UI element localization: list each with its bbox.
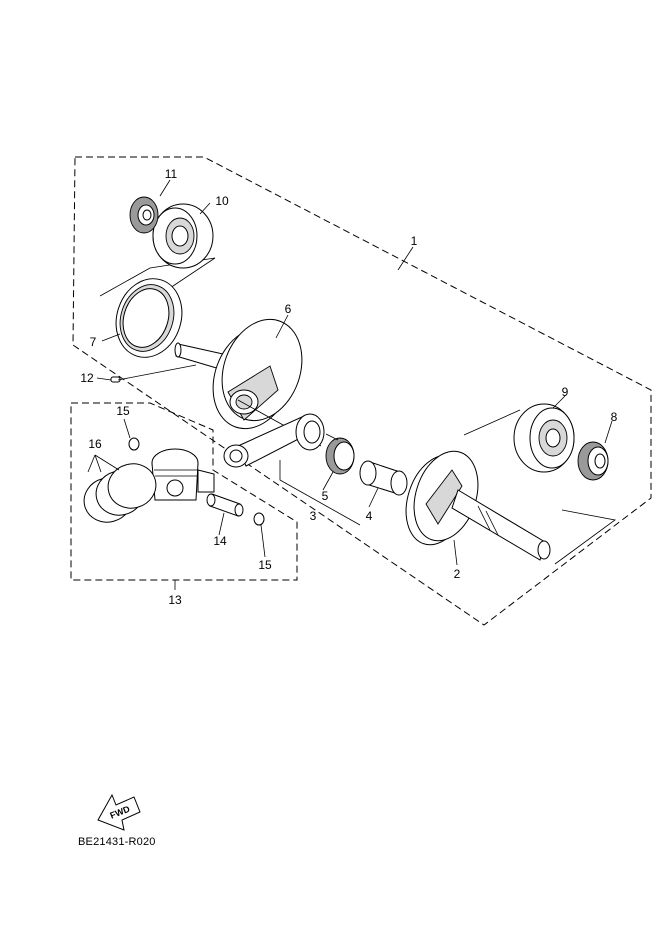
callout-7: 7 bbox=[90, 335, 97, 349]
callout-10: 10 bbox=[215, 194, 229, 208]
callout-13: 13 bbox=[168, 593, 182, 607]
oil-seal-7 bbox=[115, 278, 183, 358]
bearing-10 bbox=[99, 203, 216, 297]
bearing-9 bbox=[513, 403, 575, 473]
callout-1: 1 bbox=[411, 234, 418, 248]
circlip-15-top bbox=[128, 437, 140, 451]
gear-8 bbox=[577, 441, 609, 481]
callout-14: 14 bbox=[213, 534, 227, 548]
callout-11: 11 bbox=[165, 167, 178, 181]
forward-arrow-icon: FWD bbox=[97, 793, 141, 831]
gear-11 bbox=[129, 196, 159, 234]
needle-bearing-5 bbox=[325, 437, 355, 475]
callout-3: 3 bbox=[310, 509, 317, 523]
connecting-rod bbox=[223, 413, 325, 468]
crankshaft-6 bbox=[174, 318, 303, 430]
crankshaft-2 bbox=[405, 450, 551, 561]
diagram-code: BE21431-R020 bbox=[78, 836, 156, 848]
callout-4: 4 bbox=[366, 509, 373, 523]
piston-pin-14 bbox=[206, 493, 244, 517]
circlip-15-bottom bbox=[253, 512, 265, 526]
callout-16: 16 bbox=[88, 437, 102, 451]
callout-15-top: 15 bbox=[116, 404, 130, 418]
callout-2: 2 bbox=[454, 567, 461, 581]
callout-9: 9 bbox=[562, 385, 569, 399]
crank-pin-4 bbox=[359, 460, 408, 496]
assembly-13-outline bbox=[70, 402, 298, 581]
assembly-1-outline bbox=[72, 156, 652, 626]
callout-8: 8 bbox=[611, 410, 618, 424]
piston-rings-16 bbox=[83, 463, 157, 523]
callout-5: 5 bbox=[322, 489, 329, 503]
callout-12: 12 bbox=[80, 371, 94, 385]
callout-15-bottom: 15 bbox=[258, 558, 272, 572]
callout-6: 6 bbox=[285, 302, 292, 316]
piston bbox=[151, 448, 215, 501]
